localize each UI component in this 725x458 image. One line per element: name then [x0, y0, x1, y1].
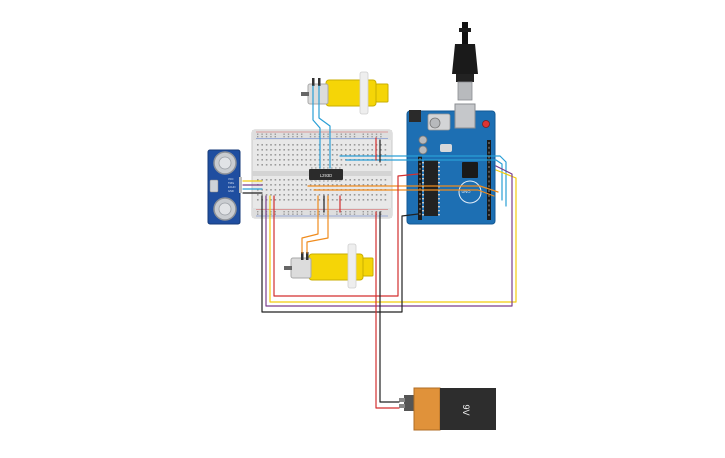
microcontroller — [424, 160, 438, 216]
chip-label: L293D — [320, 173, 332, 178]
dc-motor-bottom[interactable] — [284, 243, 374, 289]
battery-9v[interactable]: 9V — [399, 387, 496, 431]
arduino-uno[interactable]: UNO — [406, 103, 496, 225]
wire-battery-black[interactable] — [379, 211, 400, 403]
power-jack — [409, 110, 421, 122]
arduino-logo-text: UNO — [462, 189, 471, 194]
ultrasonic-sensor[interactable]: VCC TRIG ECHO GND — [207, 149, 242, 225]
wire-motor-bottom-1[interactable] — [301, 195, 319, 254]
sensor-pin-trig: TRIG — [228, 181, 234, 185]
wire-battery-red[interactable] — [375, 211, 400, 409]
wire-purple-loop[interactable] — [265, 165, 513, 307]
crystal-oscillator — [440, 144, 452, 152]
arduino-logo — [458, 180, 482, 204]
wire-chip-arduino-orange-1[interactable] — [307, 185, 499, 193]
sensor-pin-vcc: VCC — [228, 177, 234, 181]
wire-chip-arduino-orange-2[interactable] — [313, 189, 495, 197]
crystal — [209, 179, 219, 193]
motor-bottom-shaft-hub — [347, 243, 357, 289]
battery-label: 9V — [461, 404, 471, 415]
wire-motor-top-1[interactable] — [312, 85, 321, 169]
usb-chip — [462, 162, 478, 178]
motor-top-shaft-hub — [359, 71, 369, 115]
wire-chip-arduino-blue-1[interactable] — [339, 155, 507, 207]
sensor-pin-echo: ECHO — [228, 185, 236, 189]
wire-yellow-loop[interactable] — [269, 169, 517, 303]
dc-motor-top[interactable] — [301, 71, 389, 115]
wire-motor-top-2[interactable] — [318, 85, 331, 169]
wire-black-loop[interactable] — [261, 195, 419, 313]
wire-motor-bottom-2[interactable] — [306, 195, 329, 254]
digital-header — [487, 140, 491, 220]
wire-red-loop[interactable] — [273, 173, 419, 297]
sensor-pin-gnd: GND — [228, 189, 234, 193]
motor-driver-chip[interactable]: L293D — [309, 167, 343, 182]
wires — [242, 85, 517, 409]
wire-chip-arduino-blue-2[interactable] — [345, 159, 503, 201]
reset-button — [482, 120, 490, 128]
chip-pins — [311, 167, 341, 182]
usb-port — [454, 103, 476, 129]
sensor-pin-labels: VCC TRIG ECHO GND — [228, 177, 236, 193]
usb-cable[interactable] — [452, 22, 478, 101]
